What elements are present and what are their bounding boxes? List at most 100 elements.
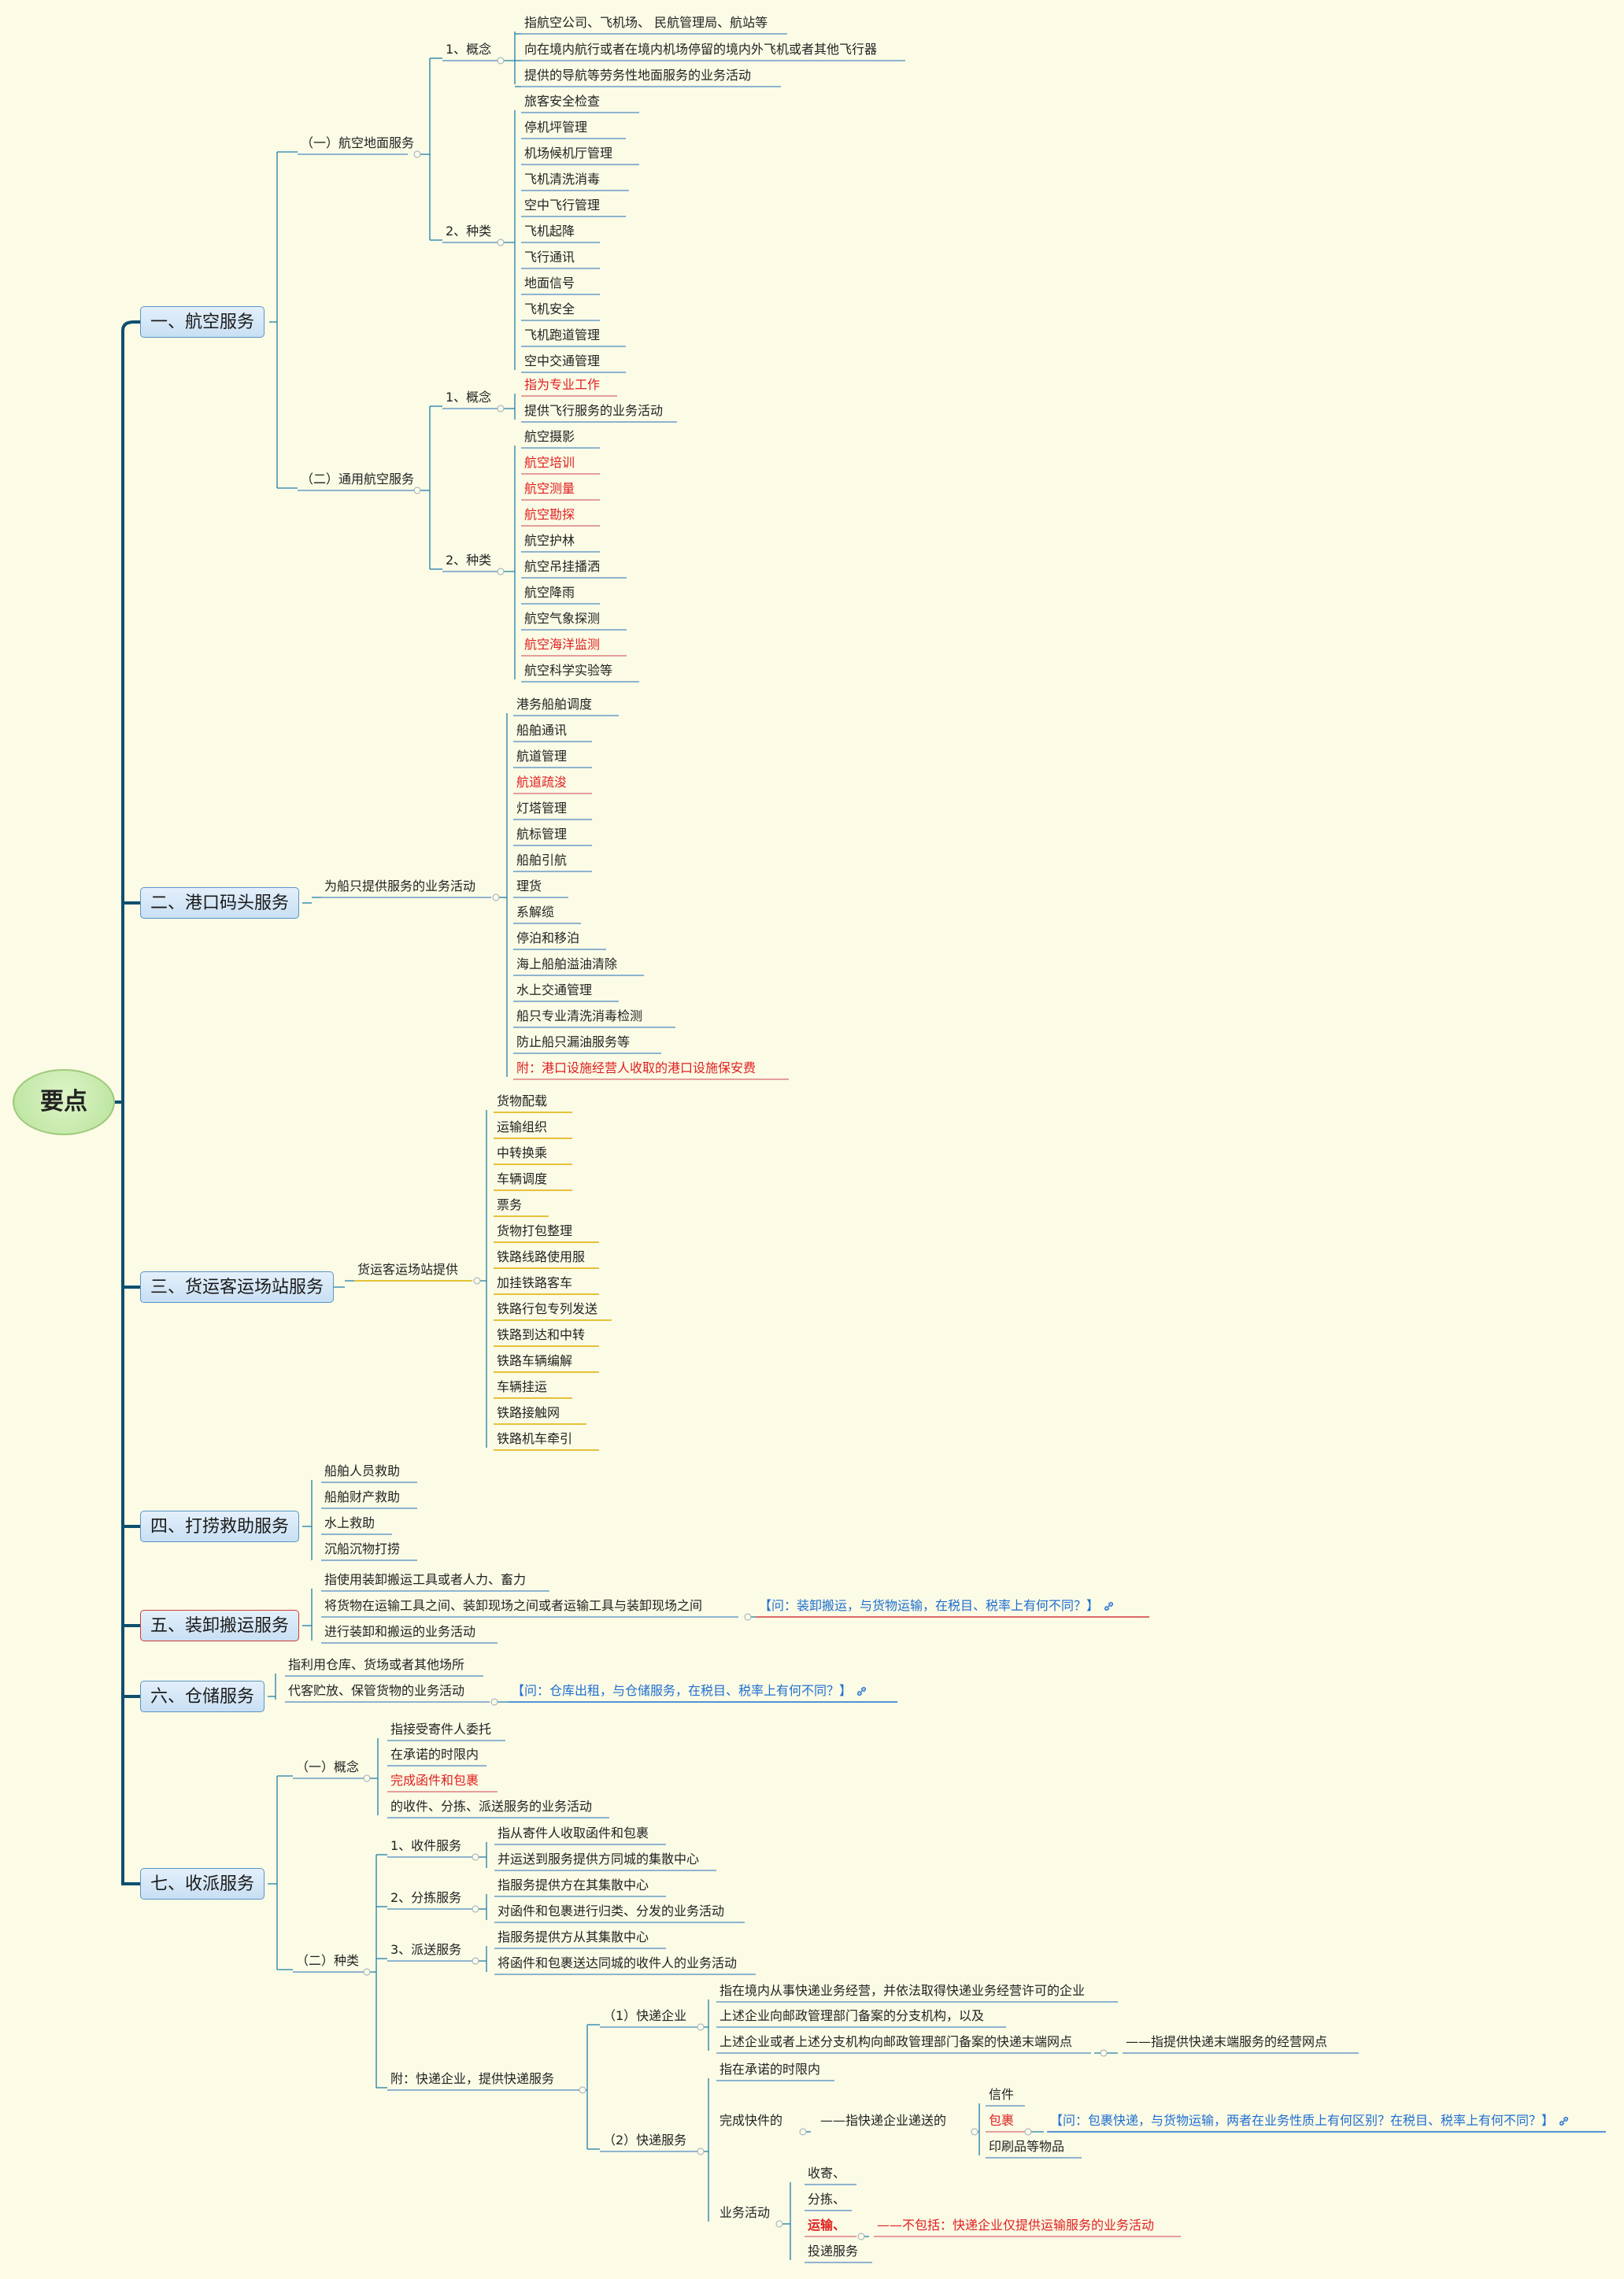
business-item[interactable]: 收寄、: [808, 2166, 846, 2181]
salvage-item[interactable]: 船舶财产救助: [324, 1489, 401, 1504]
business-item[interactable]: 分拣、: [808, 2192, 846, 2207]
general-type-item[interactable]: 航空测量: [524, 481, 575, 496]
deliver-item[interactable]: 将函件和包裹送达同城的收件人的业务活动: [498, 1955, 738, 1970]
general-types[interactable]: 2、种类: [446, 553, 492, 568]
station-item[interactable]: 铁路到达和中转: [497, 1327, 586, 1342]
port-item[interactable]: 航道疏浚: [516, 775, 568, 790]
ground-types[interactable]: 2、种类: [446, 224, 492, 239]
general-type-item[interactable]: 航空海洋监测: [524, 637, 601, 652]
business-item[interactable]: 运输、: [808, 2218, 846, 2233]
salvage-item[interactable]: 沉船沉物打捞: [324, 1541, 401, 1556]
topic-aviation[interactable]: 一、航空服务: [140, 306, 265, 338]
port-item[interactable]: 船只专业清洗消毒检测: [516, 1008, 643, 1023]
terminal-note[interactable]: ——指提供快递末端服务的经营网点: [1126, 2034, 1328, 2049]
aviation-general[interactable]: （二）通用航空服务: [301, 472, 415, 487]
mail-note[interactable]: ——指快递企业递送的: [820, 2113, 947, 2128]
general-type-item[interactable]: 航空降雨: [524, 585, 575, 600]
mail-item[interactable]: 包裹: [989, 2113, 1015, 2128]
concept-item[interactable]: 完成函件和包裹: [390, 1773, 479, 1788]
port-item[interactable]: 港务船舶调度: [516, 697, 593, 712]
port-item[interactable]: 航标管理: [516, 827, 568, 842]
sort-item[interactable]: 指服务提供方在其集散中心: [498, 1878, 649, 1892]
deliver[interactable]: 3、派送服务: [390, 1942, 462, 1957]
annex[interactable]: 附：快递企业，提供快递服务: [390, 2071, 555, 2086]
collect[interactable]: 1、收件服务: [390, 1838, 462, 1853]
dispatch-concept[interactable]: （一）概念: [296, 1759, 360, 1774]
loading-item[interactable]: 将货物在运输工具之间、装卸现场之间或者运输工具与装卸现场之间: [324, 1598, 703, 1613]
topic-port[interactable]: 二、港口码头服务: [140, 887, 300, 919]
storage-item[interactable]: 代客贮放、保管货物的业务活动: [288, 1683, 465, 1698]
port-item[interactable]: 理货: [516, 879, 542, 893]
express-service[interactable]: （2）快递服务: [603, 2133, 687, 2148]
station-item[interactable]: 货物打包整理: [497, 1223, 573, 1238]
port-item[interactable]: 附：港口设施经营人收取的港口设施保安费: [516, 1060, 757, 1075]
topic-station[interactable]: 三、货运客运场站服务: [140, 1271, 335, 1303]
station-item[interactable]: 铁路接触网: [497, 1405, 560, 1420]
ground-type-item[interactable]: 飞机跑道管理: [524, 327, 601, 342]
mail-item[interactable]: 信件: [989, 2087, 1015, 2102]
ground-type-item[interactable]: 飞机安全: [524, 302, 575, 316]
complete[interactable]: 完成快件的: [720, 2113, 783, 2128]
deliver-item[interactable]: 指服务提供方从其集散中心: [498, 1929, 649, 1944]
business-item[interactable]: 投递服务: [808, 2244, 859, 2259]
station-item[interactable]: 运输组织: [497, 1119, 548, 1134]
port-item[interactable]: 防止船只漏油服务等: [516, 1034, 631, 1049]
topic-loading[interactable]: 五、装卸搬运服务: [140, 1610, 300, 1641]
transport-note[interactable]: ——不包括：快递企业仅提供运输服务的业务活动: [877, 2218, 1155, 2233]
hyperlink-icon[interactable]: [856, 1686, 867, 1696]
station-item[interactable]: 铁路行包专列发送: [497, 1301, 598, 1316]
station-item[interactable]: 车辆调度: [497, 1171, 548, 1186]
general-concept-item[interactable]: 提供飞行服务的业务活动: [524, 403, 664, 418]
ground-concept-item[interactable]: 提供的导航等劳务性地面服务的业务活动: [524, 68, 752, 83]
topic-dispatch[interactable]: 七、收派服务: [140, 1868, 265, 1900]
collect-item[interactable]: 并运送到服务提供方同城的集散中心: [498, 1852, 700, 1866]
station-branch[interactable]: 货运客运场站提供: [357, 1262, 459, 1277]
concept-item[interactable]: 在承诺的时限内: [390, 1747, 479, 1762]
ground-type-item[interactable]: 空中交通管理: [524, 353, 601, 368]
salvage-item[interactable]: 水上救助: [324, 1515, 375, 1530]
sort-item[interactable]: 对函件和包裹进行归类、分发的业务活动: [498, 1903, 725, 1918]
storage-question[interactable]: 【问：仓库出租，与仓储服务，在税目、税率上有何不同？】: [509, 1682, 870, 1700]
hyperlink-icon[interactable]: [1104, 1601, 1114, 1611]
ground-type-item[interactable]: 机场候机厅管理: [524, 146, 613, 161]
ground-concept-item[interactable]: 指航空公司、飞机场、 民航管理局、航站等: [524, 15, 768, 30]
ground-type-item[interactable]: 地面信号: [524, 276, 575, 290]
central-topic[interactable]: 要点: [13, 1069, 115, 1135]
sort[interactable]: 2、分拣服务: [390, 1890, 462, 1905]
station-item[interactable]: 货物配载: [497, 1093, 548, 1108]
general-type-item[interactable]: 航空护林: [524, 533, 575, 548]
ground-type-item[interactable]: 飞机起降: [524, 224, 575, 239]
port-item[interactable]: 停泊和移泊: [516, 930, 580, 945]
topic-salvage[interactable]: 四、打捞救助服务: [140, 1511, 300, 1542]
general-type-item[interactable]: 航空摄影: [524, 429, 575, 444]
business[interactable]: 业务活动: [720, 2205, 771, 2220]
salvage-item[interactable]: 船舶人员救助: [324, 1463, 401, 1478]
port-item[interactable]: 海上船舶溢油清除: [516, 956, 618, 971]
parcel-question[interactable]: 【问：包裹快递，与货物运输，两者在业务性质上有何区别？在税目、税率上有何不同？】: [1047, 2112, 1572, 2129]
express-company-item[interactable]: 上述企业或者上述分支机构向邮政管理部门备案的快递末端网点: [720, 2034, 1073, 2049]
express-company-item[interactable]: 指在境内从事快递业务经营，并依法取得快递业务经营许可的企业: [720, 1983, 1086, 1998]
station-item[interactable]: 铁路线路使用服: [497, 1249, 586, 1264]
storage-item[interactable]: 指利用仓库、货场或者其他场所: [288, 1657, 465, 1672]
collect-item[interactable]: 指从寄件人收取函件和包裹: [498, 1826, 649, 1841]
ground-type-item[interactable]: 飞机清洗消毒: [524, 172, 601, 187]
express-company[interactable]: （1）快递企业: [603, 2008, 687, 2023]
ground-concept-item[interactable]: 向在境内航行或者在境内机场停留的境内外飞机或者其他飞行器: [524, 42, 878, 57]
port-item[interactable]: 船舶通讯: [516, 723, 568, 738]
dispatch-types[interactable]: （二）种类: [296, 1953, 360, 1968]
general-concept-item[interactable]: 指为专业工作: [524, 377, 601, 392]
aviation-ground[interactable]: （一）航空地面服务: [301, 135, 415, 150]
station-item[interactable]: 中转换乘: [497, 1145, 548, 1160]
concept-item[interactable]: 指接受寄件人委托: [390, 1722, 492, 1737]
loading-question[interactable]: 【问：装卸搬运，与货物运输，在税目、税率上有何不同？】: [756, 1597, 1117, 1615]
ground-type-item[interactable]: 空中飞行管理: [524, 198, 601, 213]
station-item[interactable]: 铁路机车牵引: [497, 1431, 573, 1446]
topic-storage[interactable]: 六、仓储服务: [140, 1681, 265, 1712]
general-concept[interactable]: 1、概念: [446, 390, 492, 405]
port-item[interactable]: 系解缆: [516, 905, 555, 919]
promise[interactable]: 指在承诺的时限内: [720, 2062, 821, 2077]
port-item[interactable]: 船舶引航: [516, 853, 568, 868]
general-type-item[interactable]: 航空科学实验等: [524, 663, 613, 678]
station-item[interactable]: 铁路车辆编解: [497, 1353, 573, 1368]
concept-item[interactable]: 的收件、分拣、派送服务的业务活动: [390, 1799, 593, 1814]
